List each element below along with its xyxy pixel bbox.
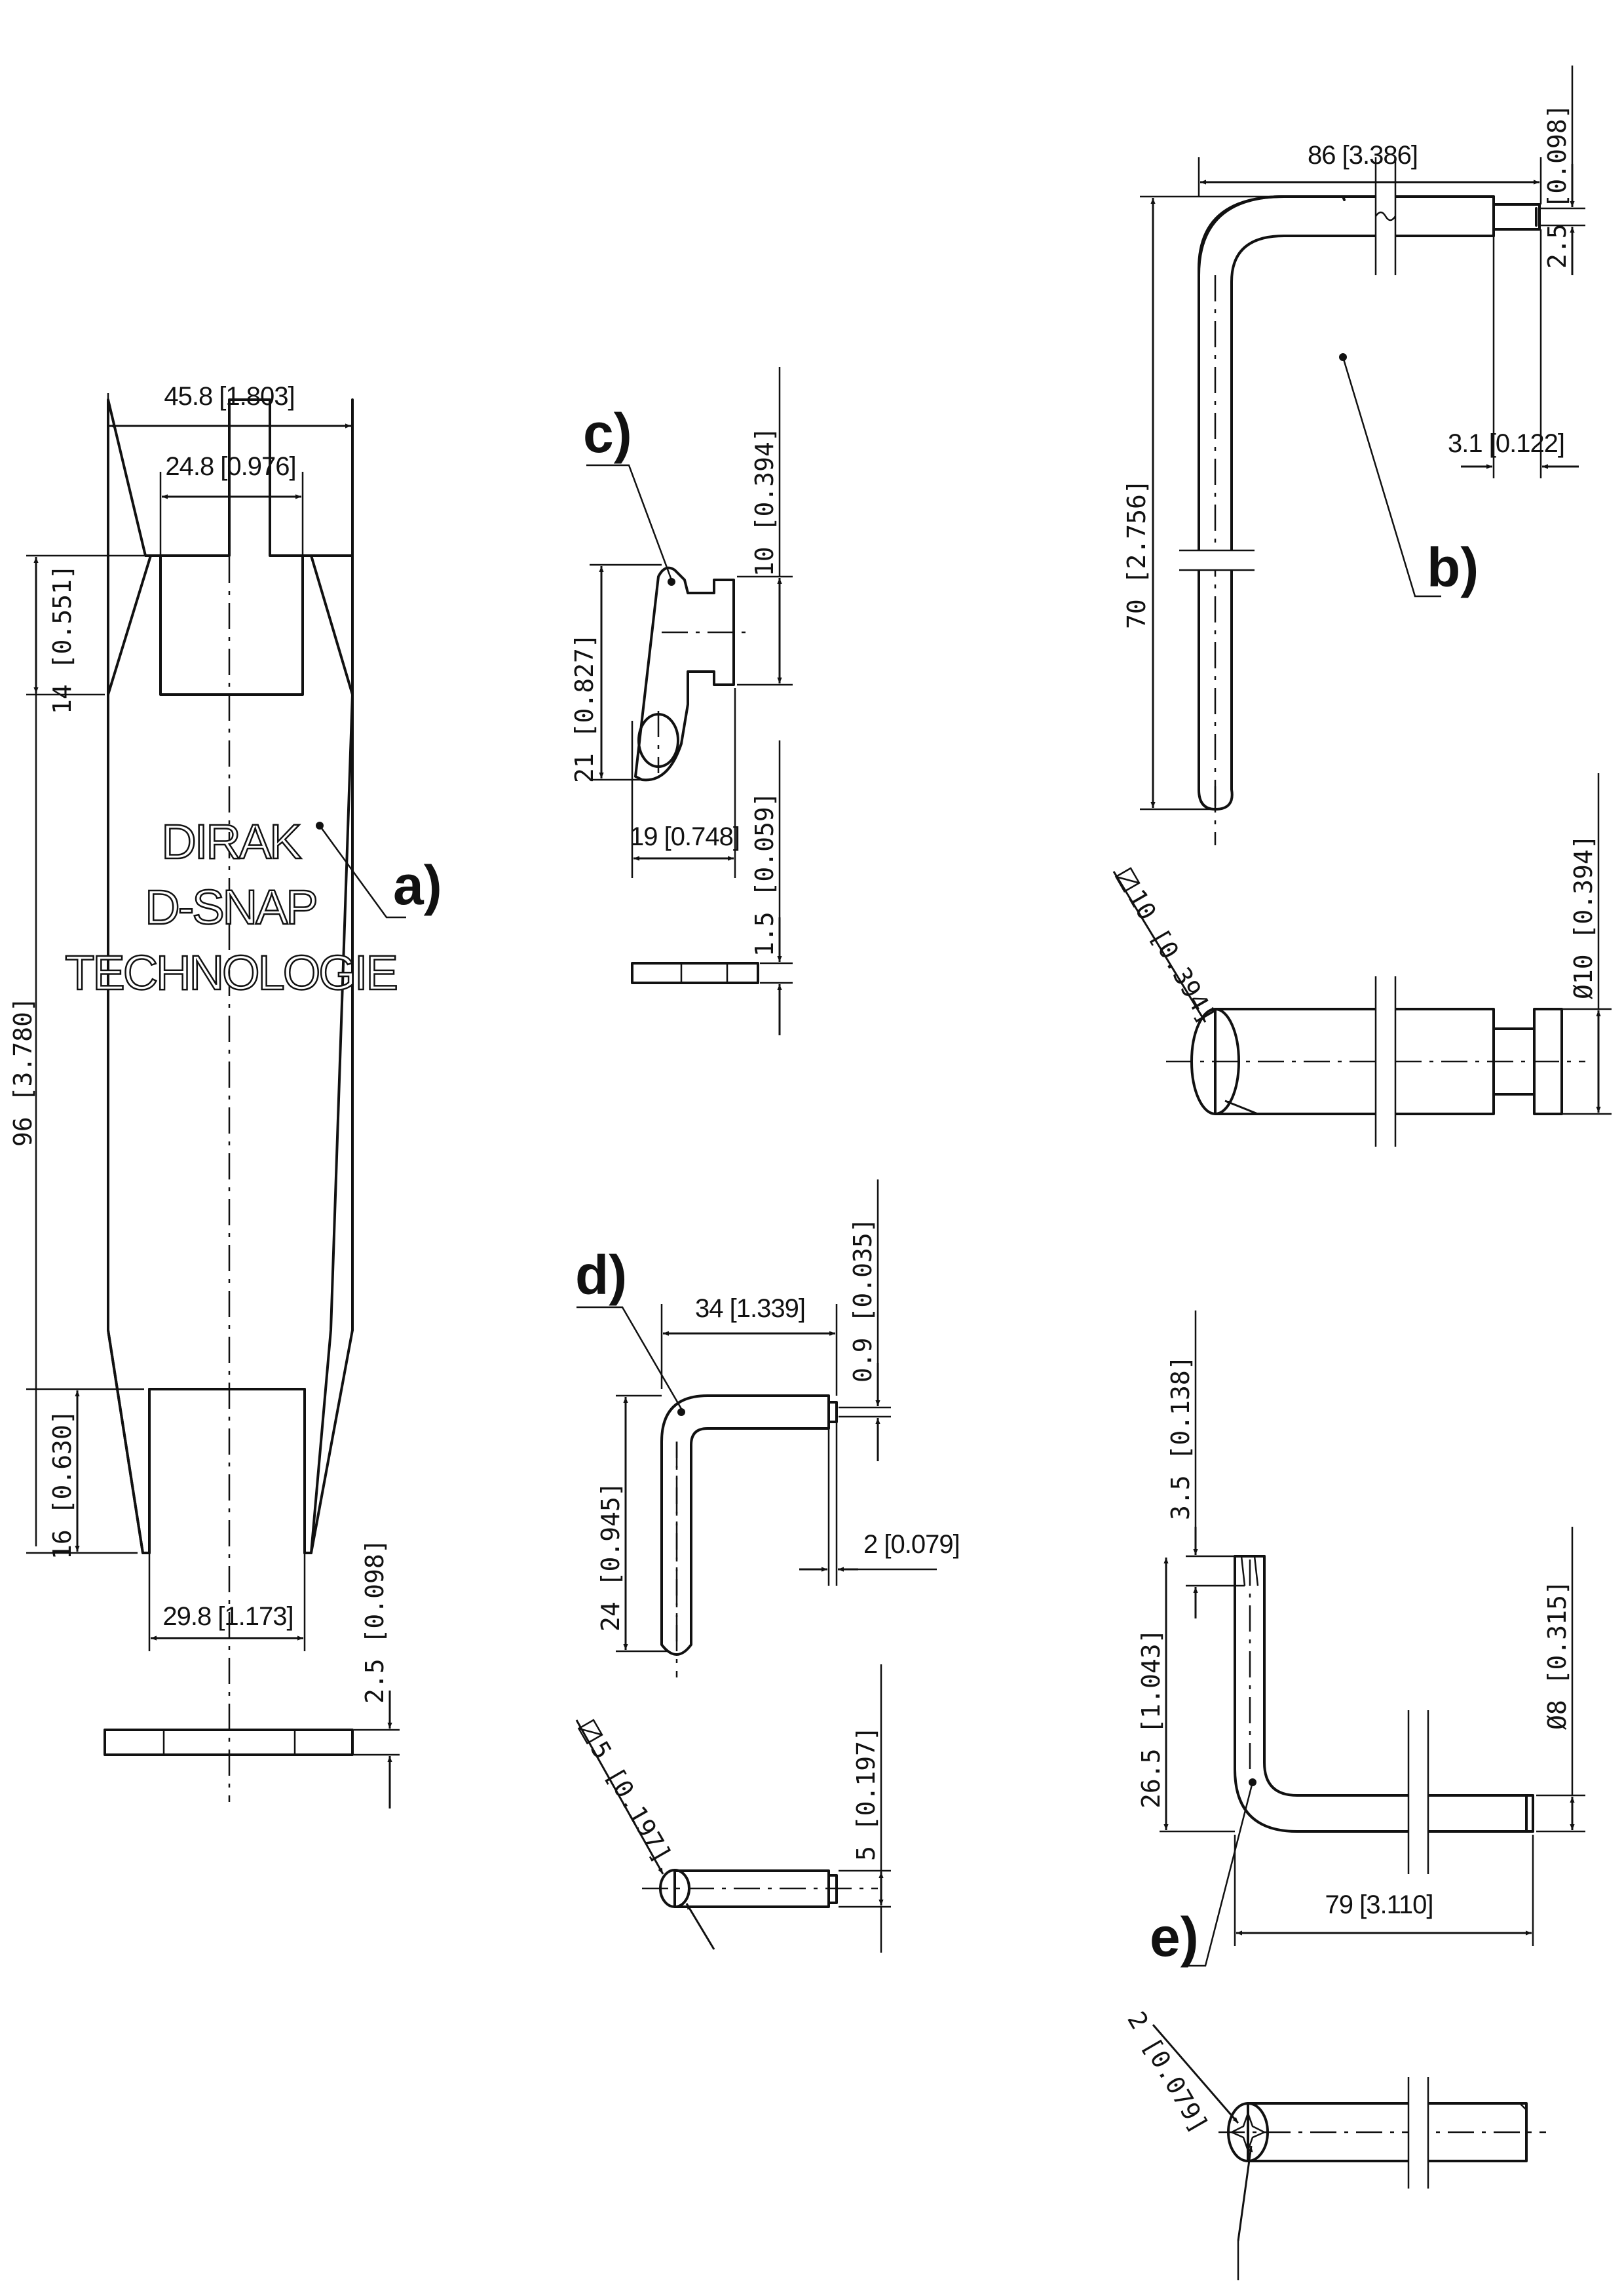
dim-b-height: 70 [2.756]	[1122, 479, 1151, 629]
dim-d-length: 34 [1.339]	[695, 1294, 805, 1323]
dim-e-diameter: Ø8 [0.315]	[1543, 1580, 1572, 1730]
dim-d-section: 5 [0.197]	[852, 1726, 880, 1861]
label-e: e)	[1150, 1906, 1199, 1968]
dim-thickness: 2.5 [0.098]	[360, 1539, 389, 1704]
dim-c-width: 10 [0.394]	[750, 427, 779, 577]
dim-overall-width: 45.8 [1.803]	[164, 382, 294, 411]
dim-b-length: 86 [3.386]	[1308, 141, 1418, 170]
part-b: b) 86 [3.386] 2.5 [0.098] 3.1 [0.122] 70…	[1112, 66, 1612, 1147]
dim-d-height: 24 [0.945]	[596, 1482, 625, 1632]
dim-b-square: 10 [0.394]	[1122, 885, 1222, 1029]
dim-e-length: 79 [3.110]	[1325, 1890, 1433, 1919]
dim-d-square: 5 [0.197]	[585, 1736, 677, 1867]
part-c: c) 10 [0.394] 21 [0.827] 19 [0.748] 1.5 …	[570, 367, 793, 1035]
dim-top-slot: 24.8 [0.976]	[165, 452, 295, 481]
dim-c-thickness: 1.5 [0.059]	[750, 792, 779, 957]
brand-line-1: DIRAK	[161, 814, 301, 869]
dim-bottom-depth: 16 [0.630]	[48, 1409, 77, 1559]
brand-line-2: D-SNAP	[145, 880, 316, 934]
part-a: DIRAK D-SNAP TECHNOLOGIE a) 45.8 [1.803]…	[9, 382, 442, 1808]
dim-d-tip: 0.9 [0.035]	[848, 1217, 877, 1383]
dim-e-height: 26.5 [1.043]	[1137, 1628, 1165, 1808]
dim-c-length: 21 [0.827]	[570, 633, 599, 783]
dim-b-diameter: Ø10 [0.394]	[1569, 834, 1598, 999]
dim-e-star: 2 [0.079]	[1122, 2007, 1214, 2138]
dim-b-shoulder: 3.1 [0.122]	[1448, 429, 1564, 458]
dim-b-tip: 2.5 [0.098]	[1543, 104, 1572, 269]
dim-overall-length: 96 [3.780]	[9, 997, 37, 1147]
label-c: c)	[583, 402, 632, 464]
dim-c-span: 19 [0.748]	[630, 822, 740, 851]
part-e: e) 3.5 [0.138] 26.5 [1.043] Ø8 [0.315] 7…	[1122, 1311, 1585, 2280]
dim-d-shoulder: 2 [0.079]	[863, 1530, 960, 1559]
label-d: d)	[575, 1244, 627, 1306]
dim-e-tip: 3.5 [0.138]	[1166, 1355, 1195, 1520]
dim-bottom-slot: 29.8 [1.173]	[162, 1602, 293, 1631]
label-b: b)	[1427, 537, 1479, 598]
dim-top-depth: 14 [0.551]	[48, 564, 77, 714]
part-d: d) 34 [1.339] 0.9 [0.035] 24 [0.945] 2 […	[575, 1179, 960, 1953]
brand-line-3: TECHNOLOGIE	[65, 946, 396, 1000]
label-a: a)	[393, 854, 442, 916]
